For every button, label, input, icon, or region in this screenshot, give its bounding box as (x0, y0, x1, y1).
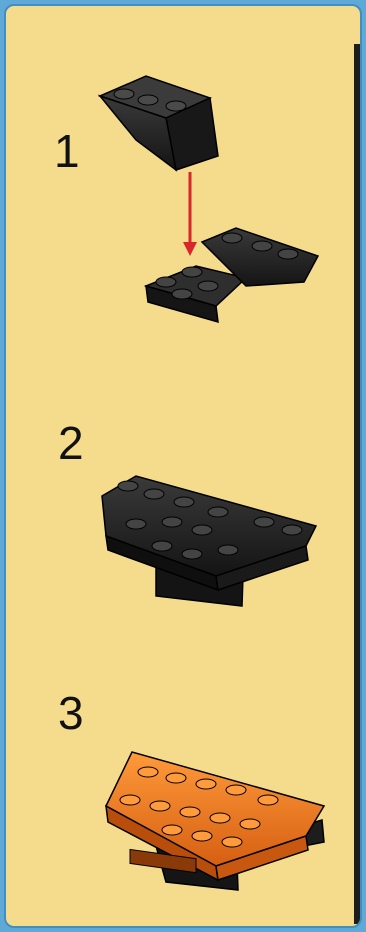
step1-slope-brick (100, 76, 218, 170)
step2-assembly (102, 476, 316, 606)
instruction-panel: 1 2 3 (4, 4, 362, 928)
step3-assembly (106, 752, 324, 890)
step1-base-plate (146, 228, 318, 322)
instructions-illustration (6, 6, 362, 928)
placement-arrow (183, 172, 197, 256)
